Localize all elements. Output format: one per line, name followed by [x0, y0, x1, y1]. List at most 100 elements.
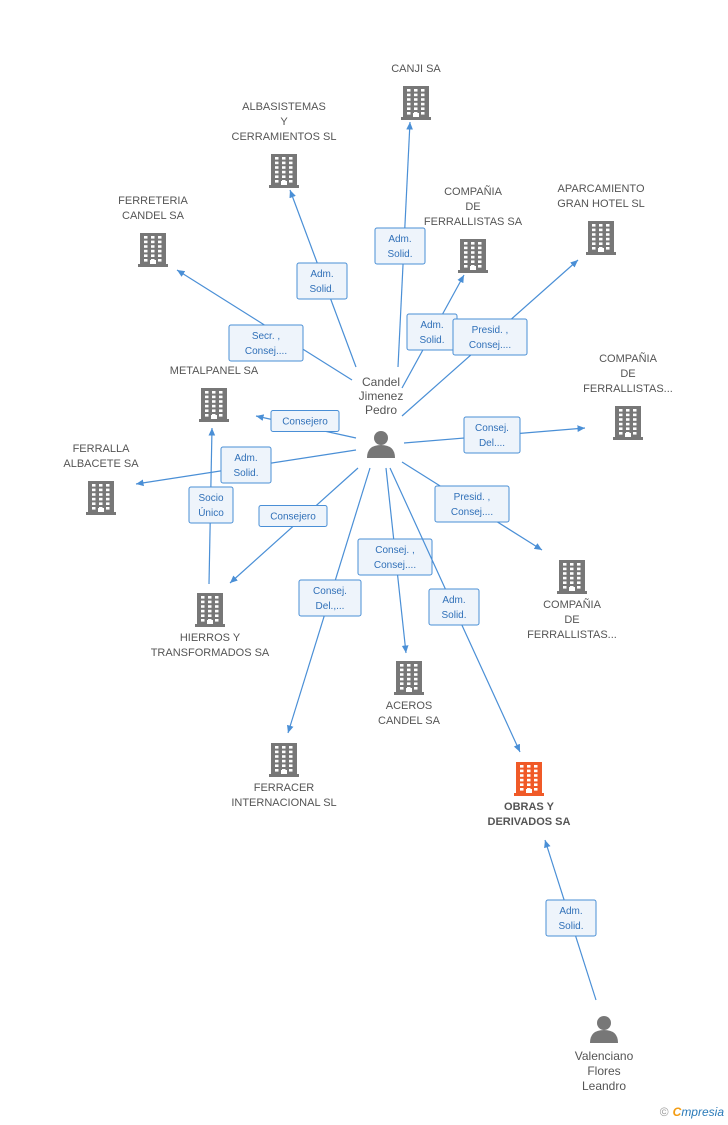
edge-label-background: [298, 579, 362, 617]
edge-label-background: [545, 899, 597, 937]
building-icon: [195, 593, 225, 627]
edge-label-box[interactable]: Consej.Del....: [463, 416, 521, 454]
edge-label-text: Adm.: [388, 234, 411, 245]
person-label: Valenciano: [575, 1049, 634, 1063]
edge-candel-obras: Adm.Solid.: [389, 467, 521, 753]
person-label: Leandro: [582, 1079, 626, 1093]
edge-label-box[interactable]: Adm.Solid.: [406, 313, 458, 351]
edge-candel-ferralla: Adm. Solid.: [135, 446, 357, 487]
edge-label-text: Consej.: [475, 423, 509, 434]
edge-label-background: [428, 588, 480, 626]
company-label: ALBACETE SA: [63, 458, 139, 470]
edge-candel-canji: Adm.Solid.: [374, 121, 426, 368]
building-icon: [199, 388, 229, 422]
company-label: CERRAMIENTOS SL: [232, 131, 337, 143]
company-label: FERRALLISTAS SA: [424, 216, 523, 228]
company-label: DERIVADOS SA: [488, 816, 571, 828]
edge-label-box[interactable]: Adm. Solid.: [220, 446, 272, 484]
company-label: Y: [280, 116, 288, 128]
edge-label-background: [374, 227, 426, 265]
node-metalpanel[interactable]: METALPANEL SA: [170, 365, 259, 422]
company-label: FERRACER: [254, 782, 315, 794]
edge-label-background: [452, 318, 528, 356]
building-icon: [86, 481, 116, 515]
edge-label-text: Consej....: [469, 340, 511, 351]
company-label: DE: [564, 614, 579, 626]
edge-label-background: [228, 324, 304, 362]
edge-candel-aceros: Consej. , Consej....: [357, 467, 433, 654]
edge-label-text: Adm.: [234, 453, 257, 464]
company-label: OBRAS Y: [504, 801, 555, 813]
edge-label-text: Solid.: [309, 284, 334, 295]
edge-label-text: Solid.: [233, 468, 258, 479]
edge-candel-albasistemas: Adm. Solid.: [289, 189, 357, 368]
edge-candel-metalpanel: Consejero: [255, 410, 357, 439]
company-label: CANDEL SA: [378, 715, 441, 727]
edge-label-background: [434, 485, 510, 523]
edge-label-text: Adm.: [442, 595, 465, 606]
company-label: APARCAMIENTO: [558, 183, 645, 195]
edge-label-box[interactable]: Adm.Solid.: [428, 588, 480, 626]
copyright-symbol: ©: [659, 1105, 669, 1119]
node-canji[interactable]: CANJI SA: [391, 63, 441, 120]
edge-label-background: [296, 262, 348, 300]
person-icon: [590, 1016, 618, 1043]
edge-label-text: Presid. ,: [472, 325, 509, 336]
person-label: Pedro: [365, 403, 397, 417]
edge-label-text: Consej....: [374, 560, 416, 571]
node-compania3[interactable]: COMPAÑIADEFERRALLISTAS...: [527, 560, 617, 641]
node-aparcamiento[interactable]: APARCAMIENTO GRAN HOTEL SL: [557, 183, 645, 255]
person-label: Jimenez: [359, 389, 404, 403]
edge-label-text: Consej.: [313, 586, 347, 597]
company-label: GRAN HOTEL SL: [557, 198, 645, 210]
edge-label-box[interactable]: Presid. , Consej....: [452, 318, 528, 356]
company-label: COMPAÑIA: [444, 185, 503, 198]
edge-label-box[interactable]: Consejero: [258, 505, 328, 527]
company-label: TRANSFORMADOS SA: [151, 647, 270, 659]
company-label: FERRALLISTAS...: [583, 383, 673, 395]
edge-label-text: Socio: [198, 493, 223, 504]
company-label: METALPANEL SA: [170, 365, 259, 377]
company-label: FERRALLISTAS...: [527, 629, 617, 641]
edge-label-box[interactable]: Adm.Solid.: [374, 227, 426, 265]
edge-label-box[interactable]: Consej. , Consej....: [357, 538, 433, 576]
edge-label-box[interactable]: Adm.Solid.: [545, 899, 597, 937]
edge-label-box[interactable]: Secr. ,Consej....: [228, 324, 304, 362]
edge-label-box[interactable]: Adm. Solid.: [296, 262, 348, 300]
building-icon: [269, 154, 299, 188]
edge-label-box[interactable]: Consejero: [270, 410, 340, 432]
edge-candel-ferreteria: Secr. ,Consej....: [176, 269, 353, 381]
edge-label-text: Presid. ,: [454, 492, 491, 503]
edge-label-text: Del.,...: [316, 601, 345, 612]
edge-label-text: Consej. ,: [375, 545, 414, 556]
edge-candel-hierros: Consejero: [229, 467, 359, 584]
company-label: ACEROS: [386, 700, 432, 712]
company-label: FERRETERIA: [118, 195, 188, 207]
edge-label-background: [188, 486, 234, 524]
person-label: Flores: [587, 1064, 620, 1078]
company-label: COMPAÑIA: [599, 352, 658, 365]
node-obras[interactable]: OBRAS Y DERIVADOS SA: [488, 762, 571, 828]
edge-valenciano-obras: Adm.Solid.: [544, 839, 597, 1001]
edge-label-box[interactable]: Presid. ,Consej....: [434, 485, 510, 523]
edge-label-text: Consejero: [282, 417, 328, 428]
building-icon: [613, 406, 643, 440]
edge-label-text: Adm.: [310, 269, 333, 280]
edge-label-box[interactable]: Consej. Del.,...: [298, 579, 362, 617]
building-icon: [557, 560, 587, 594]
node-compania2[interactable]: COMPAÑIADEFERRALLISTAS...: [583, 352, 673, 440]
edge-candel-ferracer: Consej. Del.,...: [287, 467, 371, 734]
edge-candel-compania2: Consej.Del....: [403, 416, 586, 454]
edge-candel-aparcamiento: Presid. , Consej....: [401, 259, 579, 417]
node-aceros[interactable]: ACEROS CANDEL SA: [378, 661, 441, 727]
